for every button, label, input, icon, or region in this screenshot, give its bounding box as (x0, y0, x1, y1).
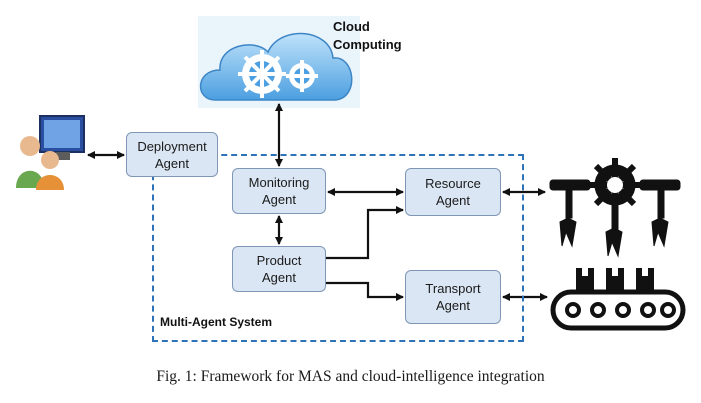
arrow-product-resource (326, 206, 404, 260)
multi-agent-system-label: Multi-Agent System (160, 315, 273, 329)
cloud-computing-label: Cloud Computing (333, 19, 402, 52)
transport-agent-box: Transport Agent (405, 270, 501, 324)
product-agent-box: Product Agent (232, 246, 326, 292)
arrow-product-transport (326, 281, 404, 301)
monitoring-agent-box: Monitoring Agent (232, 168, 326, 214)
resource-agent-box: Resource Agent (405, 168, 501, 216)
figure-caption: Fig. 1: Framework for MAS and cloud-inte… (156, 368, 545, 385)
deployment-agent-box: Deployment Agent (126, 132, 218, 177)
multi-agent-system-boundary (152, 154, 524, 342)
